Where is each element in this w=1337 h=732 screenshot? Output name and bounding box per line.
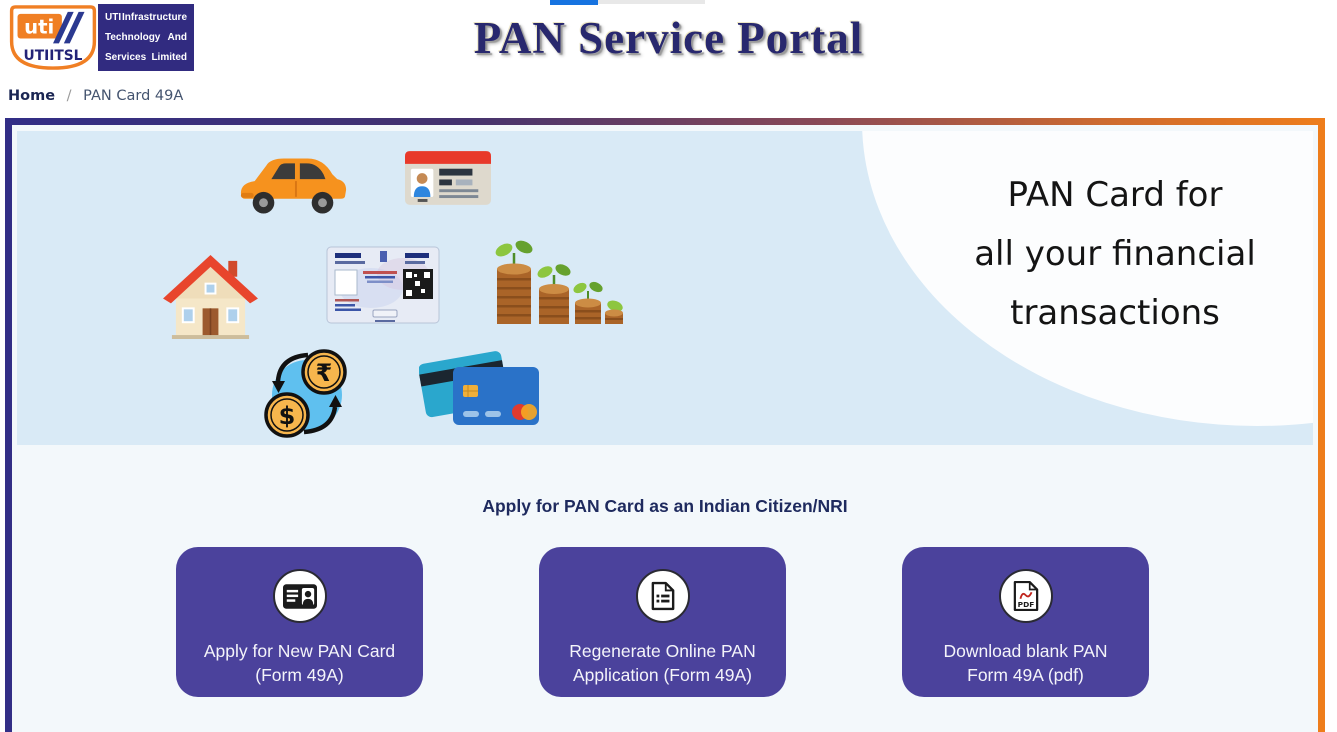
pdf-icon-label: PDF (1017, 600, 1034, 609)
id-card-icon (272, 569, 327, 623)
tagline-line: PAN Card for (1007, 175, 1223, 215)
button-label-line: (Form 49A) (255, 665, 344, 685)
section-heading: Apply for PAN Card as an Indian Citizen/… (482, 496, 848, 516)
banner-tagline: PAN Card for all your financial transact… (905, 166, 1313, 343)
company-word: Services (105, 52, 147, 63)
credit-cards-illustration (419, 351, 539, 425)
page-title: PAN Service Portal (473, 13, 864, 63)
uti-logo-text: uti (24, 16, 54, 39)
utiitsl-logo[interactable]: uti UTIITSL UTI Infrastructure Technolog… (8, 4, 194, 71)
tagline-line: transactions (1010, 293, 1220, 333)
house-illustration (163, 254, 258, 340)
breadcrumb-current: PAN Card 49A (83, 88, 184, 104)
utiitsl-acronym: UTIITSL (24, 48, 83, 64)
pdf-icon: PDF (998, 569, 1053, 623)
company-word: Infrastructure (121, 12, 187, 23)
regenerate-pan-application-button[interactable]: Regenerate Online PAN Application (Form … (539, 547, 786, 697)
company-word: Limited (151, 52, 187, 63)
document-icon (635, 569, 690, 623)
dollar-symbol: $ (279, 402, 296, 430)
tagline-line: all your financial (974, 234, 1256, 274)
breadcrumb: Home / PAN Card 49A (8, 88, 183, 104)
company-word: UTI (105, 12, 122, 23)
hero-banner: ₹ $ PA (17, 131, 1313, 445)
id-card-illustration (405, 151, 491, 205)
uti-logo-badge: uti UTIITSL (9, 5, 97, 70)
car-illustration (240, 158, 347, 214)
breadcrumb-home-link[interactable]: Home (8, 88, 56, 104)
currency-exchange-illustration: ₹ $ (264, 349, 347, 438)
rupee-symbol: ₹ (316, 359, 333, 387)
apply-new-pan-card-button[interactable]: Apply for New PAN Card (Form 49A) (176, 547, 423, 697)
logo-company-name: UTI Infrastructure Technology And Servic… (98, 4, 194, 71)
frame-top-border (5, 118, 1325, 125)
breadcrumb-separator: / (66, 88, 72, 104)
button-label: Apply for New PAN Card (Form 49A) (204, 639, 395, 687)
button-label-line: Apply for New PAN Card (203, 641, 396, 661)
main-content-frame: ₹ $ PA (5, 125, 1325, 732)
top-tab-indicator (550, 0, 598, 5)
button-label-line: Download blank PAN (943, 641, 1108, 661)
coins-plant-illustration (495, 240, 623, 324)
company-word: Technology (105, 32, 161, 43)
download-blank-pan-form-button[interactable]: PDF Download blank PAN Form 49A (pdf) (902, 547, 1149, 697)
button-label: Regenerate Online PAN Application (Form … (569, 639, 755, 687)
button-label-line: Form 49A (pdf) (967, 665, 1084, 685)
top-divider (598, 0, 705, 4)
company-word: And (167, 32, 187, 43)
button-label-line: Application (Form 49A) (573, 665, 752, 685)
button-label: Download blank PAN Form 49A (pdf) (943, 639, 1107, 687)
pan-card-illustration (326, 246, 440, 324)
button-label-line: Regenerate Online PAN (569, 641, 756, 661)
